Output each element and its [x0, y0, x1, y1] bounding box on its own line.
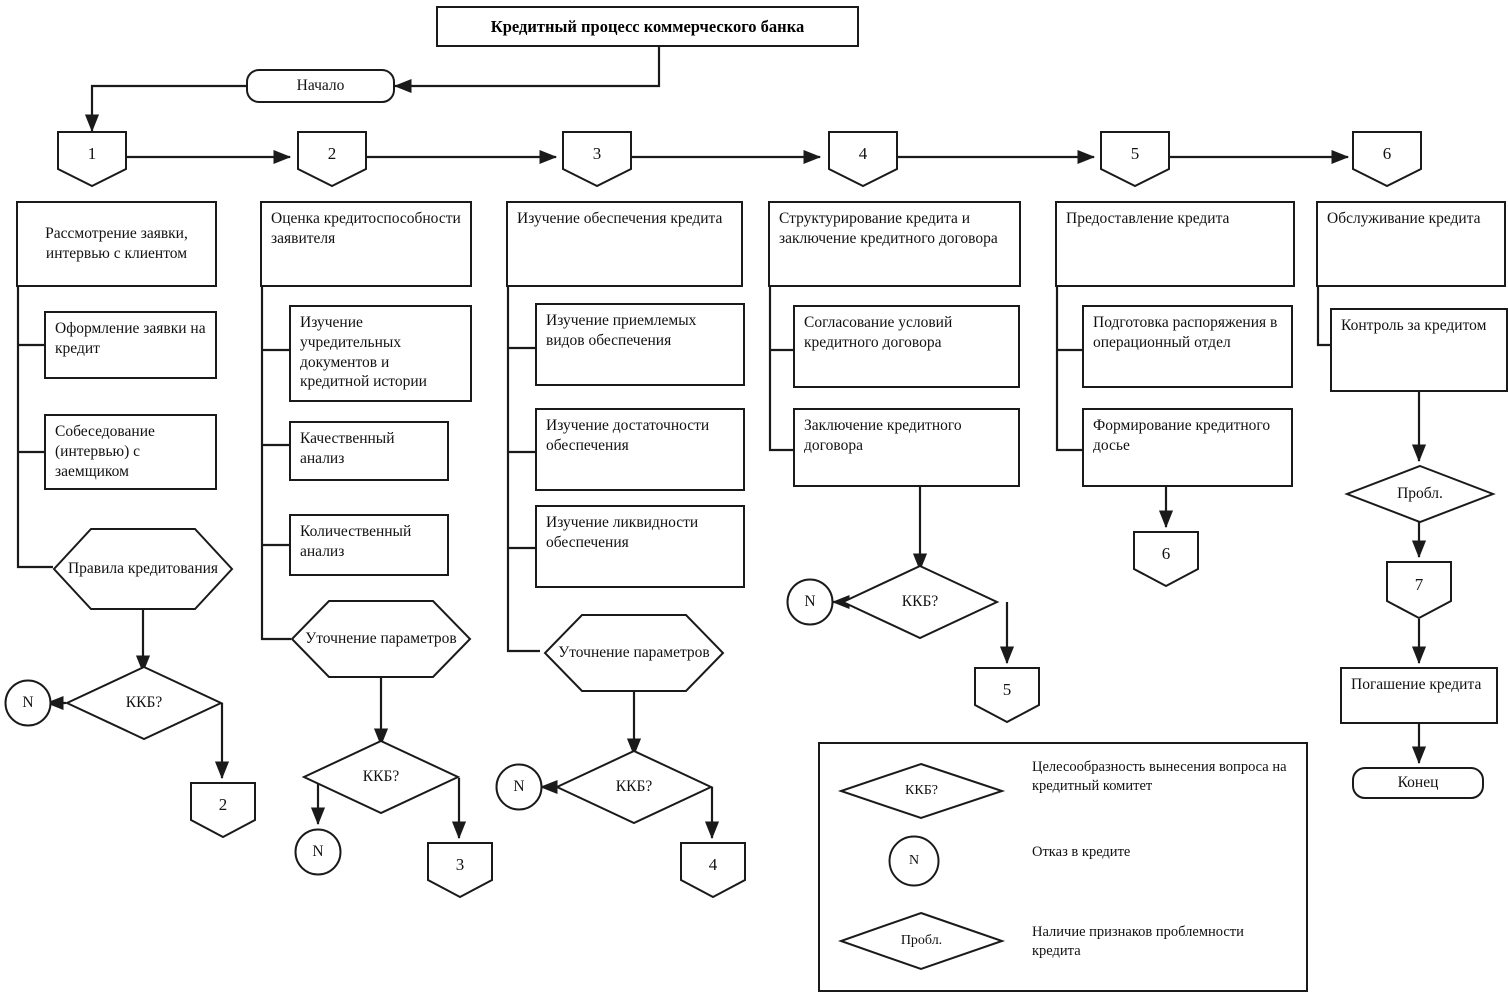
legend-kkb-diamond-icon: [837, 762, 1006, 820]
stage-2-header-label: Оценка кредитоспособности заявителя: [271, 210, 461, 247]
stage-5-header: Предоставление кредита: [1055, 201, 1295, 287]
stage-3-step-3: Изучение ликвидности обеспечения: [535, 505, 745, 588]
connector-pentagon-3: [562, 131, 632, 188]
stage-3-header-label: Изучение обеспечения кредита: [517, 210, 723, 227]
stage-3-step-3-label: Изучение ликвидности обеспечения: [546, 514, 699, 551]
start-node: Начало: [246, 69, 395, 103]
stage-1-hexagon: [52, 528, 234, 610]
stage-1-next-pentagon: [190, 782, 256, 839]
connector-pentagon-4: [828, 131, 898, 188]
stage-5-header-label: Предоставление кредита: [1066, 210, 1230, 227]
stage-6-header-label: Обслуживание кредита: [1327, 210, 1481, 227]
stage-6-step-1-label: Контроль за кредитом: [1341, 317, 1487, 334]
stage-5-step-2: Формирование кредитного досье: [1082, 408, 1293, 487]
stage-2-hexagon: [290, 600, 472, 678]
stage-6-final-step-label: Погашение кредита: [1351, 676, 1482, 693]
legend-reject-circle-icon: [888, 835, 940, 887]
stage-4-step-1-label: Согласование условий кредитного договора: [804, 314, 953, 351]
stage-2-reject-circle: [294, 828, 342, 876]
stage-2-decision-diamond: [301, 739, 461, 815]
stage-4-reject-circle: [786, 578, 834, 626]
stage-3-hexagon: [543, 614, 725, 692]
stage-2-next-pentagon: [427, 842, 493, 899]
stage-5-step-1: Подготовка распоряжения в операционный о…: [1082, 305, 1293, 388]
connector-pentagon-1: [57, 131, 127, 188]
stage-6-final-step: Погашение кредита: [1340, 667, 1498, 724]
stage-3-step-1-label: Изучение приемлемых видов обеспечения: [546, 312, 697, 349]
connector-pentagon-6: [1352, 131, 1422, 188]
stage-6-step-1: Контроль за кредитом: [1330, 308, 1508, 392]
stage-1-decision-diamond: [64, 665, 224, 741]
stage-4-step-1: Согласование условий кредитного договора: [793, 305, 1020, 388]
stage-4-step-2-label: Заключение кредитного договора: [804, 417, 962, 454]
stage-2-step-1-label: Изучение учредительных документов и кред…: [300, 314, 427, 391]
stage-2-step-3-label: Количественный анализ: [300, 523, 412, 560]
stage-2-step-2-label: Качественный анализ: [300, 430, 395, 467]
stage-3-decision-diamond: [554, 749, 714, 825]
stage-3-header: Изучение обеспечения кредита: [506, 201, 743, 287]
legend-reject-description: Отказ в кредите: [1032, 844, 1131, 860]
start-label: Начало: [296, 77, 345, 94]
stage-6-header: Обслуживание кредита: [1316, 201, 1506, 287]
stage-1-step-2: Собеседование (интервью) с заемщиком: [44, 414, 217, 490]
stage-3-step-2: Изучение достаточности обеспечения: [535, 408, 745, 491]
stage-1-reject-circle: [4, 679, 52, 727]
connector-pentagon-2: [297, 131, 367, 188]
stage-2-header: Оценка кредитоспособности заявителя: [260, 201, 472, 287]
stage-4-header-label: Структурирование кредита и заключение кр…: [779, 210, 998, 247]
stage-4-next-pentagon: [974, 667, 1040, 724]
stage-6-decision-diamond: [1344, 464, 1496, 524]
stage-2-step-3: Количественный анализ: [289, 514, 449, 576]
stage-3-next-pentagon: [680, 842, 746, 899]
stage-1-header-label: Рассмотрение заявки, интервью с клиентом: [45, 225, 188, 262]
stage-3-step-1: Изучение приемлемых видов обеспечения: [535, 303, 745, 386]
stage-1-header: Рассмотрение заявки, интервью с клиентом: [16, 201, 217, 287]
connector-pentagon-5: [1100, 131, 1170, 188]
end-label: Конец: [1397, 774, 1439, 791]
stage-4-step-2: Заключение кредитного договора: [793, 408, 1020, 487]
stage-3-step-2-label: Изучение достаточности обеспечения: [546, 417, 710, 454]
stage-4-decision-diamond: [840, 564, 1000, 640]
stage-1-step-2-label: Собеседование (интервью) с заемщиком: [55, 423, 155, 480]
stage-5-step-1-label: Подготовка распоряжения в операционный о…: [1093, 314, 1278, 351]
stage-4-header: Структурирование кредита и заключение кр…: [768, 201, 1021, 287]
stage-5-next-pentagon: [1133, 531, 1199, 588]
legend-kkb-description: Целесообразность вынесения вопроса на кр…: [1032, 759, 1287, 794]
diagram-title-box: Кредитный процесс коммерческого банка: [436, 6, 859, 47]
stage-2-step-2: Качественный анализ: [289, 421, 449, 481]
legend-problem-diamond-icon: [837, 911, 1006, 971]
stage-6-next-pentagon: [1386, 561, 1452, 620]
stage-5-step-2-label: Формирование кредитного досье: [1093, 417, 1271, 454]
stage-2-step-1: Изучение учредительных документов и кред…: [289, 305, 472, 402]
stage-1-step-1-label: Оформление заявки на кредит: [55, 320, 206, 357]
stage-3-reject-circle: [495, 763, 543, 811]
legend-problem-description: Наличие признаков проблемности кредита: [1032, 924, 1244, 959]
stage-1-step-1: Оформление заявки на кредит: [44, 311, 217, 379]
page-title: Кредитный процесс коммерческого банка: [490, 16, 805, 36]
end-node: Конец: [1352, 767, 1484, 799]
